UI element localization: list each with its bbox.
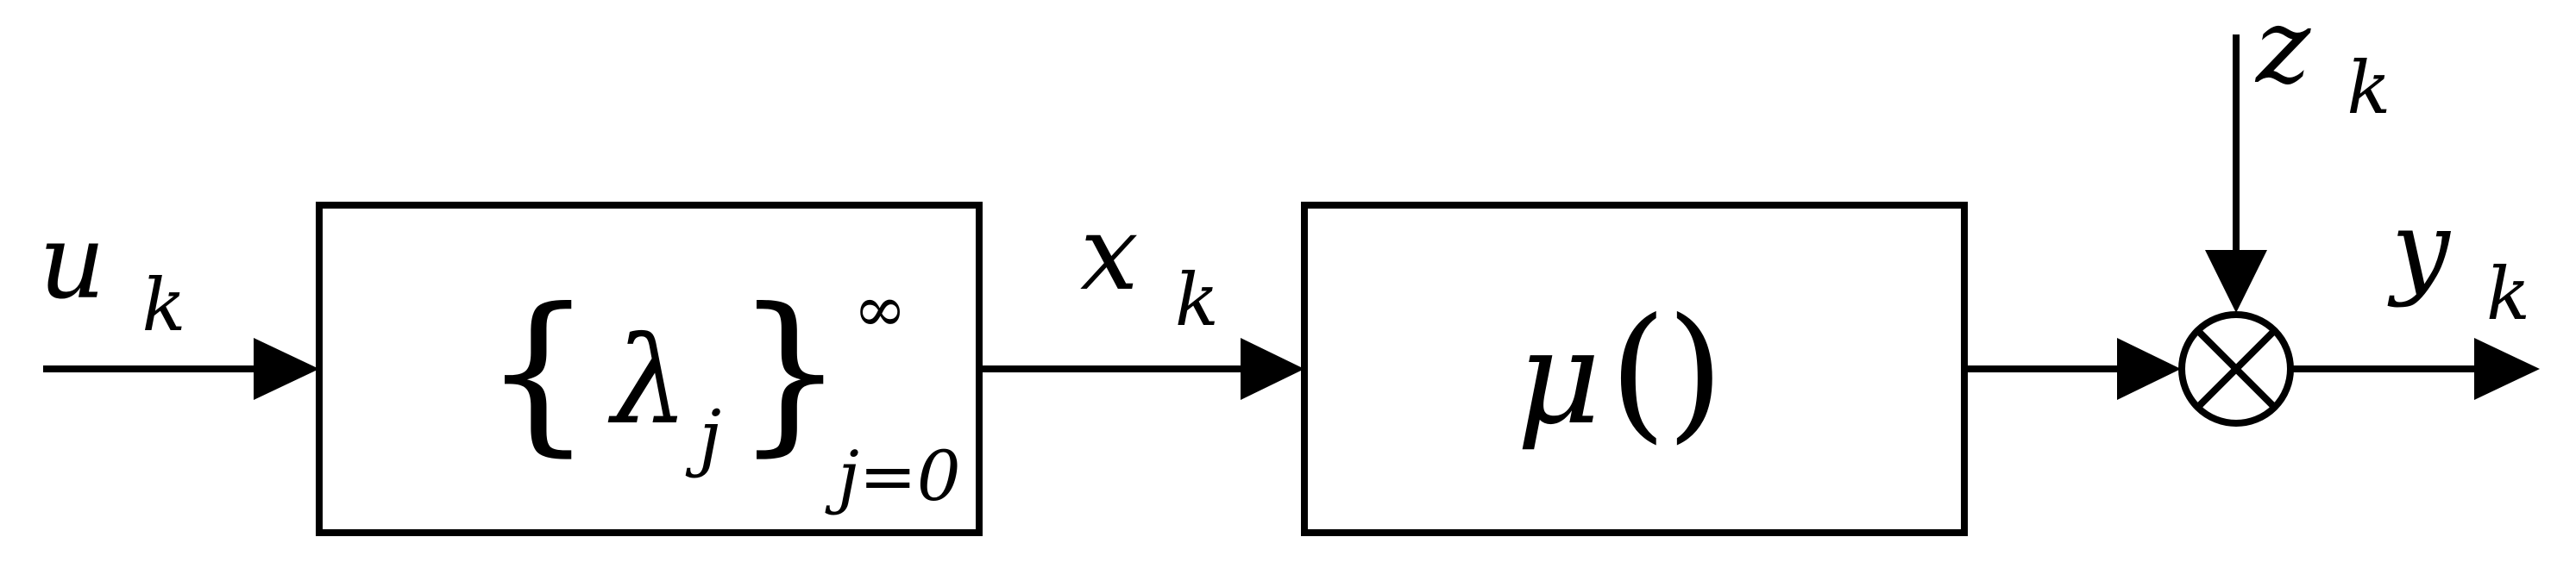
mu-symbol: μ	[1517, 303, 1601, 453]
intermediate-label: x k	[1080, 194, 1219, 342]
noise-arrowhead	[2205, 250, 2267, 313]
output-label-sub: k	[2486, 252, 2530, 336]
output-label: y k	[2387, 190, 2530, 336]
output-label-main: y	[2387, 190, 2452, 309]
input-arrowhead	[254, 338, 319, 400]
noise-label-main: z	[2254, 0, 2311, 107]
output-arrowhead	[2474, 338, 2540, 400]
noise-label: z k	[2254, 0, 2391, 130]
intermediate-label-main: x	[1080, 194, 1139, 314]
open-brace: {	[483, 272, 593, 472]
close-brace: }	[735, 272, 845, 472]
lambda-subscript: j	[685, 395, 721, 479]
junction-input-arrowhead	[2117, 338, 2181, 400]
junction-cross-line-2	[2196, 328, 2277, 409]
infinity-superscript: ∞	[853, 272, 907, 347]
lambda-symbol: λ	[607, 311, 688, 452]
linear-block-label: { λ j } ∞ j=0	[483, 272, 961, 516]
noise-label-sub: k	[2347, 46, 2391, 130]
intermediate-label-sub: k	[1175, 258, 1219, 342]
input-label-main: u	[39, 203, 105, 322]
mu-parentheses: ()	[1610, 287, 1725, 458]
nonlinear-block-label: μ ()	[1517, 287, 1724, 458]
input-label: u k	[39, 203, 185, 347]
input-label-sub: k	[141, 263, 185, 347]
intermediate-arrowhead	[1241, 338, 1304, 400]
index-subscript: j=0	[825, 436, 961, 516]
